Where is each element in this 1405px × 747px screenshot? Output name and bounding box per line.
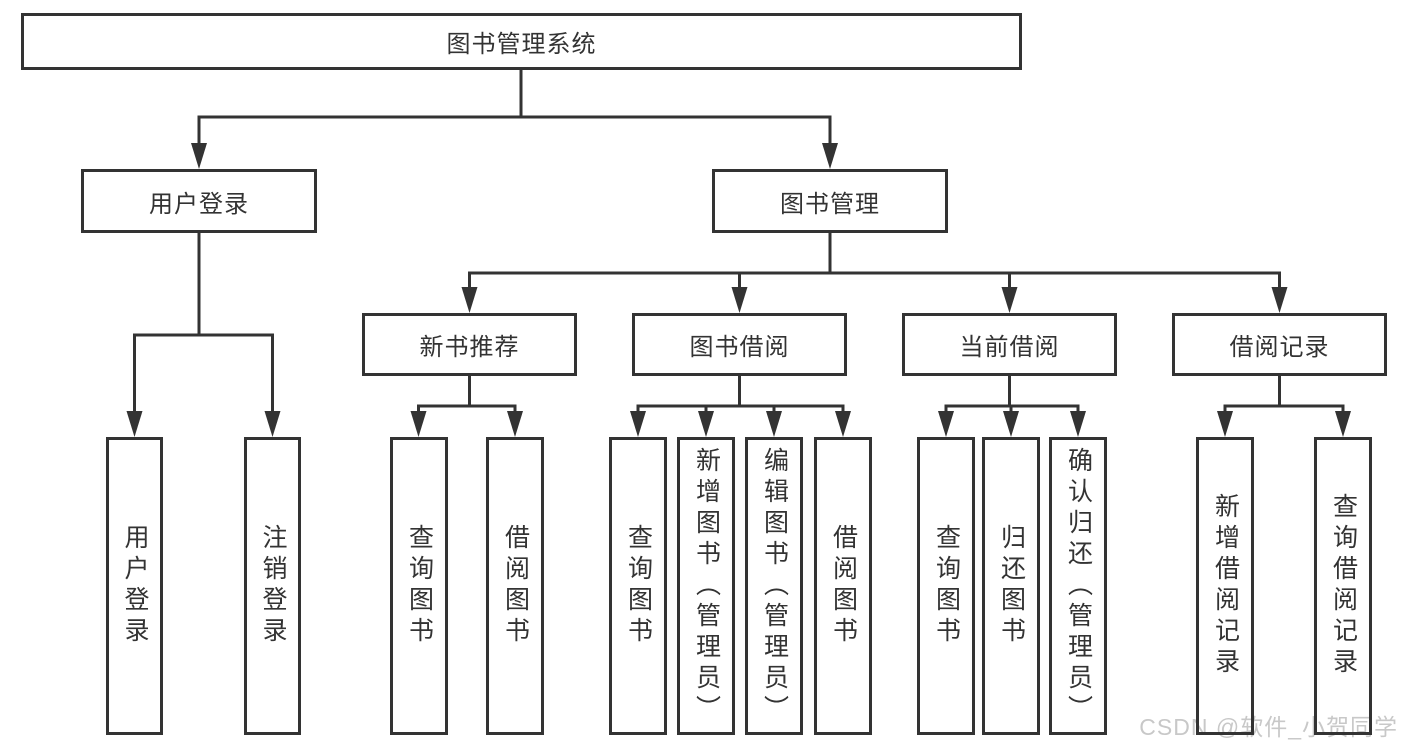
edge-root-fork [197,68,832,145]
leaf-return-books: 归还图书 [982,437,1040,735]
arrowhead [1335,411,1351,437]
node-label: 查询图书 [405,524,434,648]
node-borrowing-records: 借阅记录 [1172,313,1387,376]
edge-user-login-fork [133,231,274,413]
leaf-user-login: 用户登录 [106,437,163,735]
leaf-add-book-admin: 新增图书（管理员） [677,437,735,735]
node-label: 新书推荐 [419,334,520,361]
arrowhead [630,411,646,437]
arrowhead [1070,411,1086,437]
leaf-add-borrow-record: 新增借阅记录 [1196,437,1254,735]
node-label: 图书管理 [780,190,880,218]
arrowhead [698,411,714,437]
edge-current-borrowing-fork [944,374,1080,413]
node-book-borrowing: 图书借阅 [632,313,847,376]
arrowheads [126,143,1351,437]
node-label: 用户登录 [121,524,149,648]
leaf-confirm-return-admin: 确认归还（管理员） [1049,437,1107,735]
arrowhead [766,411,782,437]
node-label: 注销登录 [259,524,287,648]
leaf-query-books-borrowing: 查询图书 [609,437,667,735]
node-book-management: 图书管理 [712,169,948,233]
arrowhead [264,411,281,437]
leaf-query-books-current: 查询图书 [917,437,975,735]
leaf-query-books-recommend: 查询图书 [390,437,448,735]
arrowhead [191,143,207,169]
node-label: 借阅图书 [501,524,530,648]
node-library-management-system: 图书管理系统 [21,13,1022,70]
arrowhead [1003,411,1019,437]
leaf-query-borrow-record: 查询借阅记录 [1314,437,1372,735]
node-label: 新增借阅记录 [1211,493,1240,679]
edge-book-borrowing-fork [636,374,845,413]
node-new-book-recommendation: 新书推荐 [362,313,577,376]
node-label: 编辑图书（管理员） [760,446,789,726]
arrowhead [461,287,478,313]
arrowhead [822,143,838,169]
arrowhead [507,411,523,437]
arrowhead [835,411,851,437]
arrowhead [1001,287,1018,313]
leaf-borrow-books-recommend: 借阅图书 [486,437,544,735]
node-user-login: 用户登录 [81,169,317,233]
node-label: 归还图书 [997,524,1026,648]
node-label: 查询借阅记录 [1329,493,1358,679]
tree-edges [133,68,1345,413]
leaf-edit-book-admin: 编辑图书（管理员） [745,437,803,735]
node-label: 确认归还（管理员） [1064,446,1093,726]
arrowhead [938,411,954,437]
edge-borrowing-records-fork [1223,374,1345,413]
arrowhead [1271,287,1288,313]
node-label: 当前借阅 [959,334,1060,361]
node-label: 图书借阅 [689,334,790,361]
node-label: 用户登录 [149,190,249,218]
edge-new-book-fork [417,374,517,413]
node-label: 查询图书 [624,524,653,648]
node-label: 借阅记录 [1229,334,1330,361]
node-current-borrowing: 当前借阅 [902,313,1117,376]
node-label: 新增图书（管理员） [692,446,721,726]
node-label: 借阅图书 [829,524,858,648]
csdn-watermark: CSDN @软件_小贺同学 [1139,714,1398,740]
arrowhead [1217,411,1233,437]
leaf-logout: 注销登录 [244,437,301,735]
leaf-borrow-books-borrowing: 借阅图书 [814,437,872,735]
arrowhead [731,287,748,313]
node-label: 查询图书 [932,524,961,648]
node-label: 图书管理系统 [446,31,597,58]
edge-book-management-fork [468,231,1281,289]
arrowhead [410,411,427,437]
arrowhead [126,411,143,437]
